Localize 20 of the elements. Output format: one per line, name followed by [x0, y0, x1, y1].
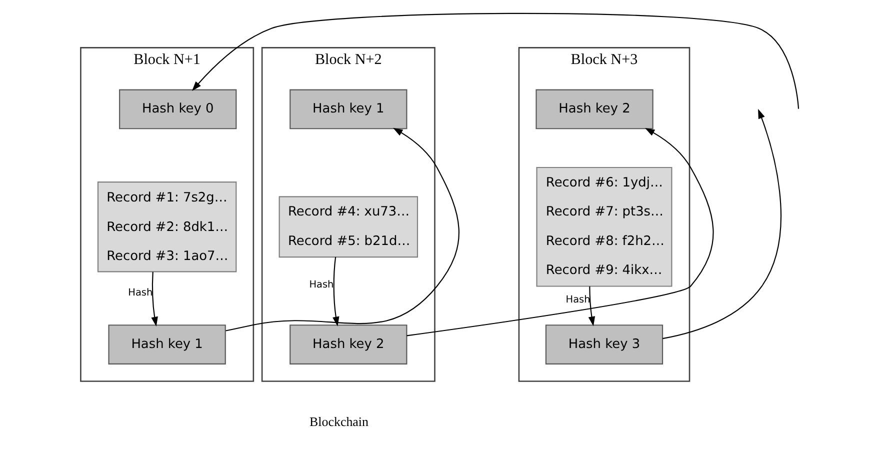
- node-box: Record #6: 1ydj… Record #7: pt3s… Record #8: f2h2… Record #9: 4ikx…: [536, 166, 672, 286]
- edge-label: Hash: [309, 279, 334, 290]
- node-box: Record #1: 7s2g… Record #2: 8dk1… Record #3: 1ao7…: [97, 181, 237, 272]
- arrow: [151, 271, 158, 326]
- arrow: [662, 108, 782, 339]
- node-box: Hash key 2: [536, 88, 654, 129]
- arrow: [332, 256, 340, 326]
- node-box: Record #4: xu73… Record #5: b21d…: [278, 196, 418, 258]
- arrow: [192, 12, 800, 108]
- node-box: Hash key 1: [290, 88, 408, 129]
- node-box: Hash key 1: [108, 324, 226, 364]
- node-box: Hash key 2: [290, 324, 408, 364]
- arrow: [226, 127, 460, 331]
- node-box: Hash key 0: [119, 88, 237, 129]
- arrow: [588, 286, 596, 326]
- edge-label: Hash: [566, 294, 590, 306]
- label: Blockchain: [310, 414, 368, 429]
- edge-label: Hash: [128, 287, 153, 298]
- node-box: Hash key 3: [545, 324, 664, 364]
- arrow: [406, 128, 714, 336]
